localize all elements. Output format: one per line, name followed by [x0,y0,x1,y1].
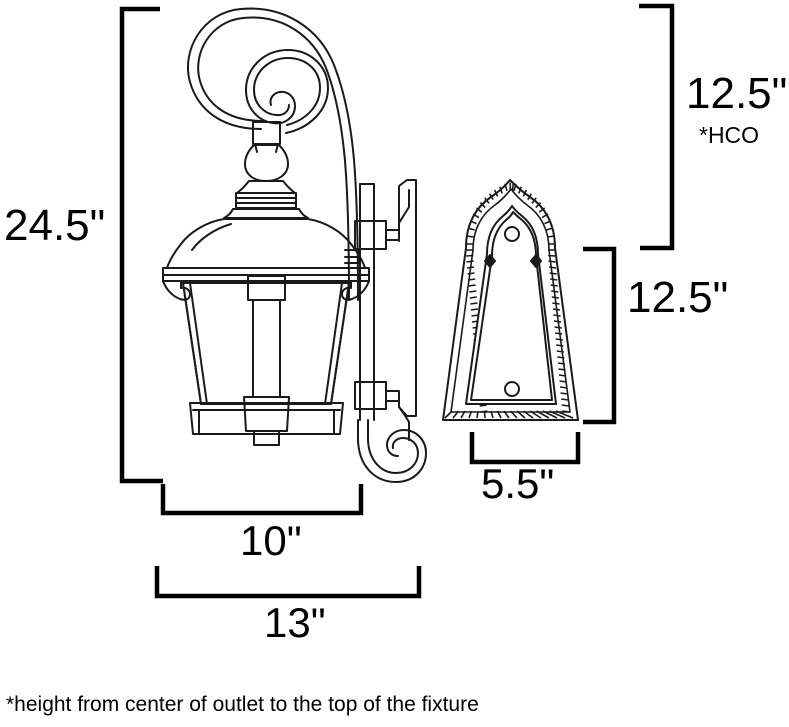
scroll-spiral-inner [253,57,321,126]
finial-neck [254,143,279,153]
base-nub [253,430,280,446]
dimension-label-overall-height: 24.5" [4,201,106,250]
dimension-label-extension-width: 13" [264,599,326,646]
finial-ring-3 [235,202,297,209]
glass-edge-left-inner [189,282,208,405]
backplate-inner-panel-shadow [470,211,553,401]
front-view-backplate [442,179,579,421]
glass-edge-right-outer [330,282,350,405]
bracket-backplate-height [583,246,617,425]
finial-ball [244,144,289,182]
backplate-side-edge [398,179,417,417]
center-post [252,299,281,398]
glass-edge-right-inner [324,282,343,405]
mount-lug-upper-tab [385,229,400,241]
right-diamond-accent [530,254,542,268]
mount-lug-lower [354,381,387,410]
bracket-fixture-width [160,484,364,516]
mount-lug-upper [354,220,387,250]
scroll-spiral-outer [245,49,329,134]
lower-mount-hole [504,381,520,397]
left-diamond-accent [484,254,496,268]
dimension-label-backplate-height: 12.5" [627,273,729,322]
base-bar [189,402,344,435]
rim-corner-left [162,280,191,301]
backplate-side-inner-top [398,189,410,224]
dimension-label-fixture-width: 10" [240,517,302,564]
dimension-label-hco-height: 12.5" [686,69,788,118]
finial-flare [236,180,296,194]
scroll-arm-inner [197,16,350,301]
center-post-collar [247,275,286,301]
bracket-hco-height [639,3,675,251]
upper-mount-hole [504,226,520,242]
glass-edge-left-outer [182,282,202,405]
base-center-block [243,396,290,432]
dimension-label-backplate-width: 5.5" [481,460,555,507]
side-view-lantern [162,7,427,483]
dimension-lines [119,3,675,599]
glass-body-outline [182,282,350,405]
lower-scroll-tail-outer [357,419,427,483]
footnote-text: *height from center of outlet to the top… [6,693,479,716]
hco-note-label: *HCO [699,122,760,148]
dome-cap-upper [223,208,309,219]
bracket-backplate-width [469,432,581,465]
rim-corner-right [341,280,370,301]
lower-scroll-tail-inner [367,419,419,474]
bracket-extension-width [154,566,422,599]
dome-cap-highlight [191,223,232,251]
bracket-overall-height [119,6,163,484]
finial-collar [252,121,281,145]
mount-lug-lower-tab [385,390,400,402]
scroll-arm-outer [187,7,359,301]
